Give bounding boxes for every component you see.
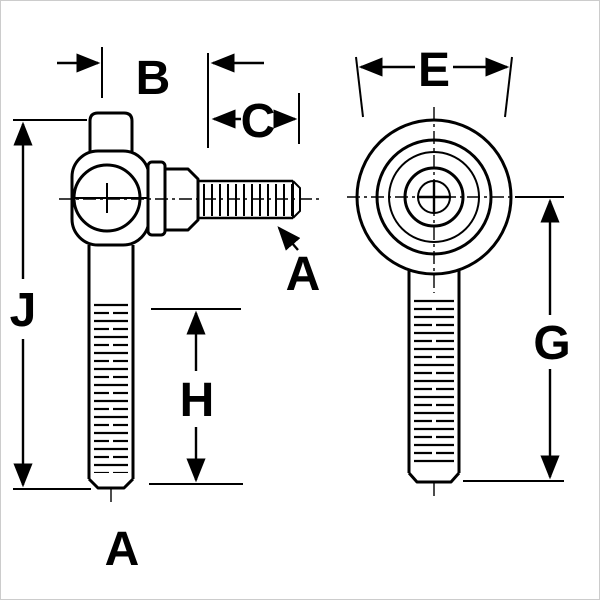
label-B: B <box>136 52 171 105</box>
label-H: H <box>180 374 215 427</box>
dimension-E <box>355 56 513 118</box>
threaded-shank-right <box>407 270 461 496</box>
dimension-B <box>57 47 264 148</box>
label-J: J <box>10 284 37 337</box>
shank-threads-left <box>92 301 130 473</box>
dimension-H <box>149 308 243 485</box>
dimension-J <box>13 119 91 490</box>
label-E: E <box>418 44 450 97</box>
thread-callout-stud <box>277 226 301 251</box>
front-view <box>347 107 522 496</box>
shank-bottom-left <box>87 477 135 490</box>
dimension-G <box>463 196 564 482</box>
shank-threads-right <box>412 297 456 463</box>
label-C: C <box>241 95 276 148</box>
body-top-neck <box>88 111 134 163</box>
side-view <box>59 111 319 502</box>
label-A-bottom: A <box>105 523 140 576</box>
threaded-shank-left <box>87 245 135 502</box>
ball <box>72 163 142 233</box>
label-A-stud: A <box>286 248 321 301</box>
shank-bottom-right <box>407 472 461 484</box>
label-G: G <box>533 317 570 370</box>
dimension-C <box>211 93 300 144</box>
